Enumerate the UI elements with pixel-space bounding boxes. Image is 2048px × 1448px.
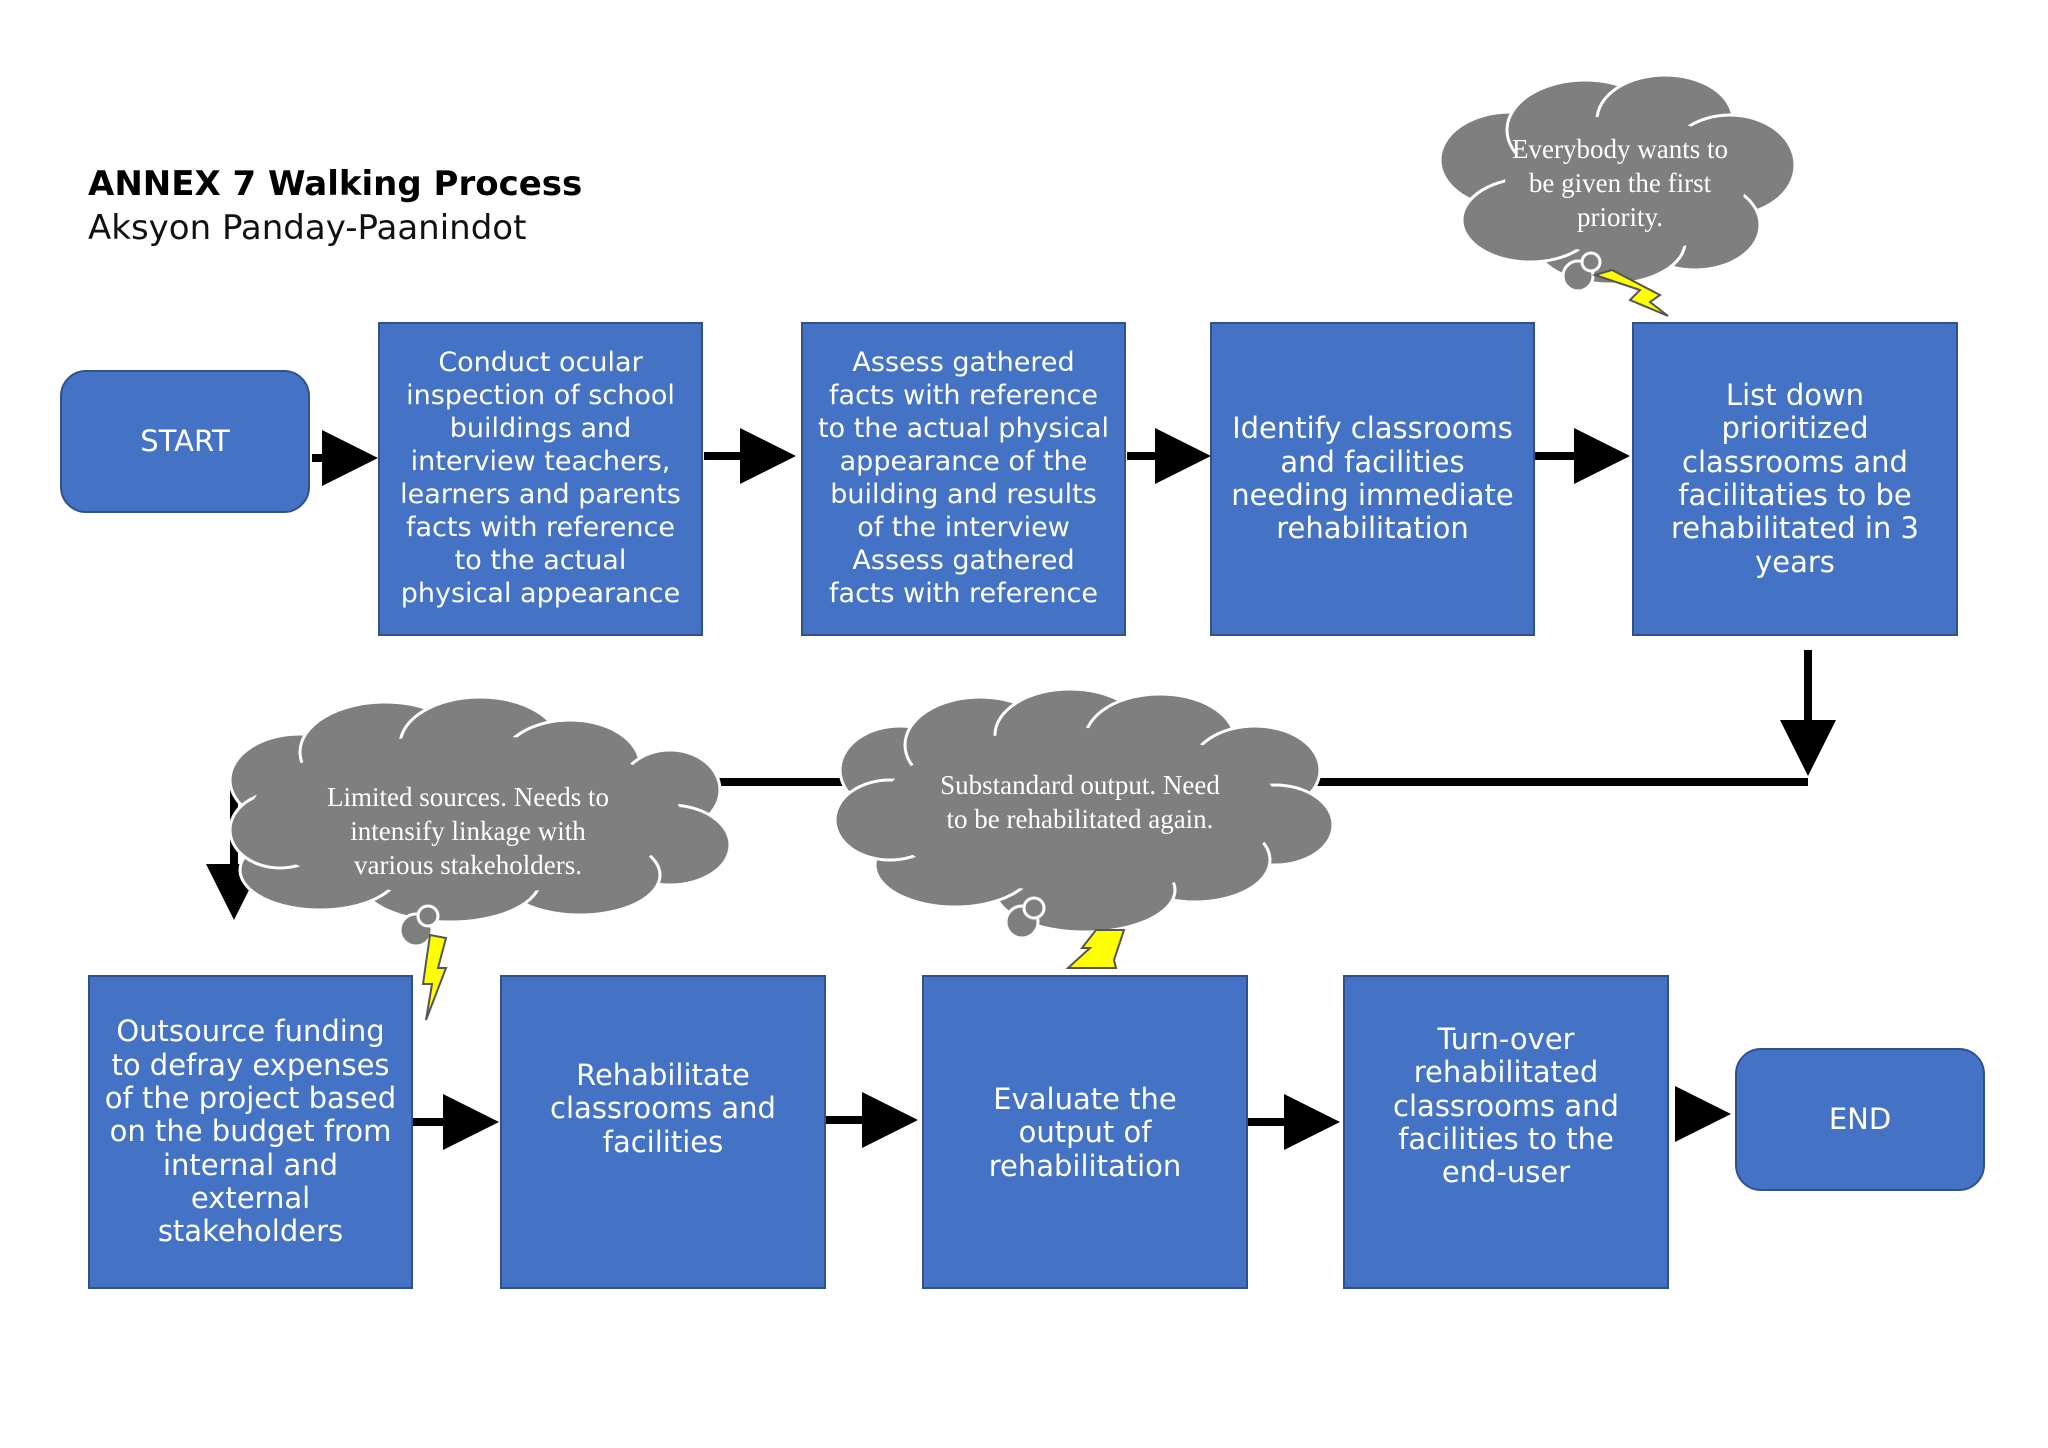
lightning-bolt-icon	[1591, 268, 1669, 317]
step-label: Identify classrooms and facilities needi…	[1231, 411, 1514, 546]
cloud-substandard-text: Substandard output. Need to be rehabilit…	[940, 770, 1220, 835]
cloud-callout-icon	[833, 687, 1335, 940]
step-label: Conduct ocular inspection of school buil…	[400, 347, 681, 609]
step-label: Outsource funding to defray expenses of …	[104, 1014, 397, 1249]
cloud-callout-icon	[1438, 73, 1797, 293]
step-assess-facts: Assess gathered facts with reference to …	[801, 322, 1126, 636]
step-label: Evaluate the output of rehabilitation	[988, 1082, 1182, 1183]
page-subtitle: Aksyon Panday-Paanindot	[88, 208, 527, 248]
start-terminal: START	[60, 370, 310, 513]
cloud-sources-text: Limited sources. Needs to intensify link…	[327, 782, 609, 881]
step-identify-classrooms: Identify classrooms and facilities needi…	[1210, 322, 1535, 636]
end-terminal: END	[1735, 1048, 1985, 1191]
end-label: END	[1828, 1101, 1892, 1136]
lightning-bolt-icon	[1065, 929, 1126, 969]
step-list-prioritized: List down prioritized classrooms and fac…	[1632, 322, 1958, 636]
step-label: Turn-over rehabilitated classrooms and f…	[1393, 1022, 1619, 1190]
step-outsource-funding: Outsource funding to defray expenses of …	[88, 975, 413, 1289]
cloud-callout-icon	[228, 695, 732, 948]
cloud-priority-text: Everybody wants to be given the first pr…	[1512, 134, 1728, 233]
page-title: ANNEX 7 Walking Process	[88, 164, 583, 204]
step-conduct-inspection: Conduct ocular inspection of school buil…	[378, 322, 703, 636]
step-evaluate-output: Evaluate the output of rehabilitation	[922, 975, 1248, 1289]
header: ANNEX 7 Walking Process Aksyon Panday-Pa…	[88, 164, 582, 248]
step-turn-over: Turn-over rehabilitated classrooms and f…	[1343, 975, 1669, 1289]
step-label: Assess gathered facts with reference to …	[818, 347, 1109, 609]
step-label: Rehabilitate classrooms and facilities	[550, 1058, 776, 1159]
start-label: START	[140, 423, 230, 458]
step-label: List down prioritized classrooms and fac…	[1671, 377, 1919, 579]
step-rehabilitate: Rehabilitate classrooms and facilities	[500, 975, 826, 1289]
lightning-bolt-icon	[421, 933, 448, 1021]
